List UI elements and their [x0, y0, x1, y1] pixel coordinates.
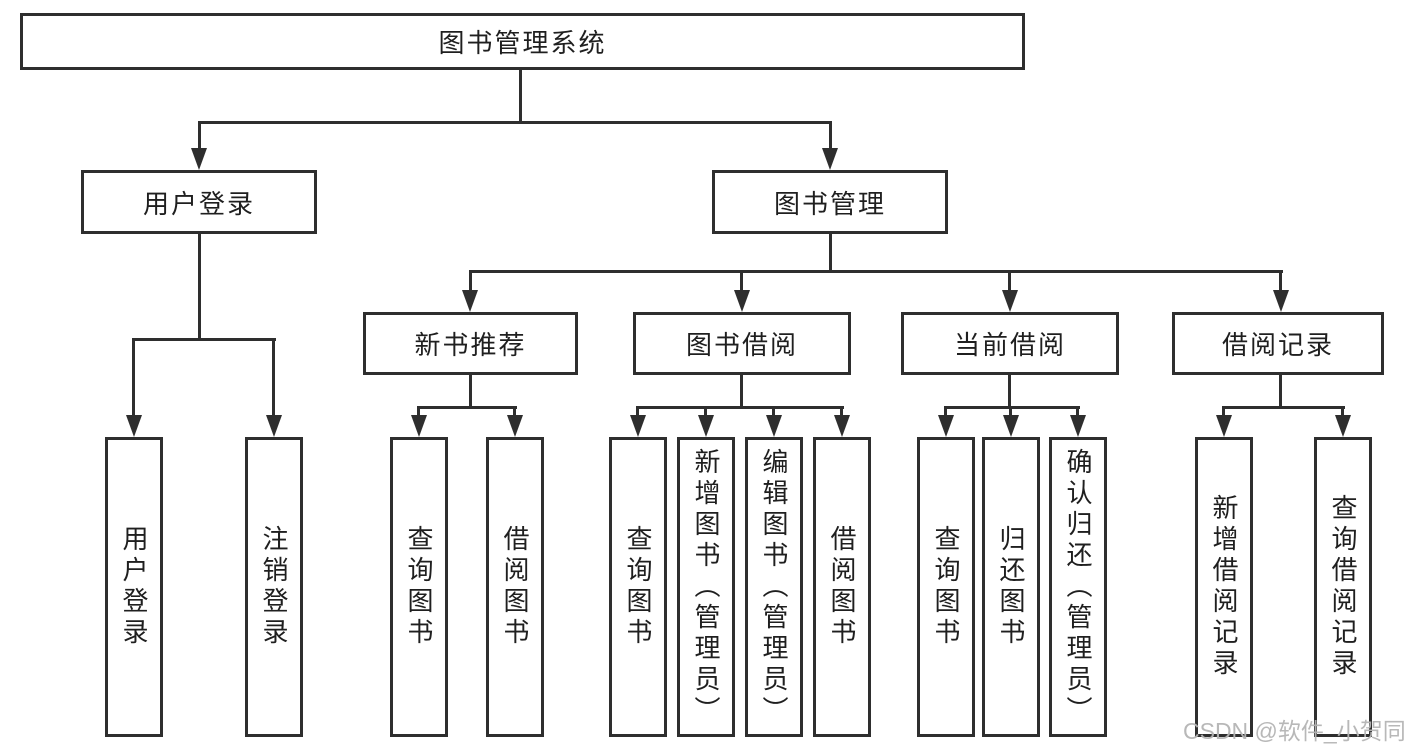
- node-book-management: 图书管理: [712, 170, 948, 234]
- leaf-newbooks-query-books-label: 查询图书: [404, 525, 434, 649]
- leaf-current-query-books-label: 查询图书: [931, 525, 961, 649]
- edge-line: [469, 375, 472, 408]
- leaf-logout-label: 注销登录: [259, 525, 289, 649]
- edge-line: [636, 406, 639, 418]
- edge-line: [417, 406, 420, 418]
- leaf-borrowing-query-books: 查询图书: [609, 437, 667, 737]
- arrowhead-down: [630, 415, 646, 437]
- leaf-current-confirm-return-admin: 确认归还（管理员）: [1049, 437, 1107, 737]
- edge-line: [772, 406, 775, 418]
- edge-line: [469, 270, 472, 296]
- leaf-records-add-record: 新增借阅记录: [1195, 437, 1253, 737]
- edge-line: [469, 270, 1283, 273]
- node-borrowing-records: 借阅记录: [1172, 312, 1384, 375]
- arrowhead-down: [1216, 415, 1232, 437]
- leaf-newbooks-query-books: 查询图书: [390, 437, 448, 737]
- leaf-borrowing-add-books-admin-label: 新增图书（管理员）: [691, 447, 721, 727]
- arrowhead-down: [1003, 415, 1019, 437]
- leaf-newbooks-borrow-books-label: 借阅图书: [500, 525, 530, 649]
- edge-line: [132, 338, 135, 418]
- edge-line: [1008, 270, 1011, 296]
- edge-line: [740, 270, 743, 296]
- leaf-records-query-record: 查询借阅记录: [1314, 437, 1372, 737]
- edge-line: [840, 406, 843, 418]
- leaf-current-confirm-return-admin-label: 确认归还（管理员）: [1063, 447, 1093, 727]
- node-user-login: 用户登录: [81, 170, 317, 234]
- edge-line: [829, 121, 832, 153]
- arrowhead-down: [1070, 415, 1086, 437]
- leaf-records-add-record-label: 新增借阅记录: [1209, 494, 1239, 680]
- edge-line: [1008, 375, 1011, 408]
- arrowhead-down: [698, 415, 714, 437]
- node-book-management-label: 图书管理: [773, 188, 886, 219]
- leaf-borrowing-borrow-books-label: 借阅图书: [827, 525, 857, 649]
- leaf-current-return-books: 归还图书: [982, 437, 1040, 737]
- leaf-current-return-books-label: 归还图书: [996, 525, 1026, 649]
- arrowhead-down: [1335, 415, 1351, 437]
- edge-line: [704, 406, 707, 418]
- arrowhead-down: [1002, 290, 1018, 312]
- leaf-newbooks-borrow-books: 借阅图书: [486, 437, 544, 737]
- leaf-user-login-label: 用户登录: [119, 525, 149, 649]
- arrowhead-down: [126, 415, 142, 437]
- leaf-records-query-record-label: 查询借阅记录: [1328, 494, 1358, 680]
- arrowhead-down: [266, 415, 282, 437]
- edge-line: [1222, 406, 1225, 418]
- leaf-borrowing-edit-books-admin: 编辑图书（管理员）: [745, 437, 803, 737]
- arrowhead-down: [734, 290, 750, 312]
- node-new-book-recommend-label: 新书推荐: [414, 330, 527, 360]
- edge-line: [636, 406, 844, 409]
- edge-line: [519, 70, 522, 123]
- node-book-borrowing: 图书借阅: [633, 312, 851, 375]
- leaf-logout: 注销登录: [245, 437, 303, 737]
- arrowhead-down: [834, 415, 850, 437]
- node-new-book-recommend: 新书推荐: [363, 312, 578, 375]
- edge-line: [198, 234, 201, 340]
- edge-line: [829, 234, 832, 272]
- arrowhead-down: [507, 415, 523, 437]
- node-borrowing-records-label: 借阅记录: [1221, 330, 1334, 360]
- leaf-borrowing-edit-books-admin-label: 编辑图书（管理员）: [759, 447, 789, 727]
- arrowhead-down: [411, 415, 427, 437]
- leaf-borrowing-add-books-admin: 新增图书（管理员）: [677, 437, 735, 737]
- edge-line: [198, 121, 832, 124]
- edge-line: [1279, 375, 1282, 408]
- node-root-label: 图书管理系统: [438, 28, 607, 58]
- edge-line: [417, 406, 517, 409]
- edge-line: [944, 406, 947, 418]
- edge-line: [198, 121, 201, 153]
- leaf-current-query-books: 查询图书: [917, 437, 975, 737]
- edge-line: [944, 406, 1080, 409]
- edge-line: [740, 375, 743, 408]
- arrowhead-down: [1273, 290, 1289, 312]
- leaf-user-login: 用户登录: [105, 437, 163, 737]
- edge-line: [1341, 406, 1344, 418]
- arrowhead-down: [938, 415, 954, 437]
- node-book-borrowing-label: 图书借阅: [685, 330, 798, 360]
- arrowhead-down: [766, 415, 782, 437]
- csdn-watermark: CSDN @软件_小贺同学: [1183, 718, 1405, 744]
- leaf-borrowing-query-books-label: 查询图书: [623, 525, 653, 649]
- arrowhead-down: [822, 148, 838, 170]
- edge-line: [1009, 406, 1012, 418]
- node-root: 图书管理系统: [20, 13, 1025, 70]
- edge-line: [272, 338, 275, 418]
- edge-line: [513, 406, 516, 418]
- leaf-borrowing-borrow-books: 借阅图书: [813, 437, 871, 737]
- edge-line: [1279, 270, 1282, 296]
- node-current-borrowing-label: 当前借阅: [953, 330, 1066, 360]
- arrowhead-down: [462, 290, 478, 312]
- edge-line: [1076, 406, 1079, 418]
- arrowhead-down: [191, 148, 207, 170]
- edge-line: [132, 338, 276, 341]
- node-current-borrowing: 当前借阅: [901, 312, 1119, 375]
- edge-line: [1222, 406, 1345, 409]
- node-user-login-label: 用户登录: [142, 188, 255, 219]
